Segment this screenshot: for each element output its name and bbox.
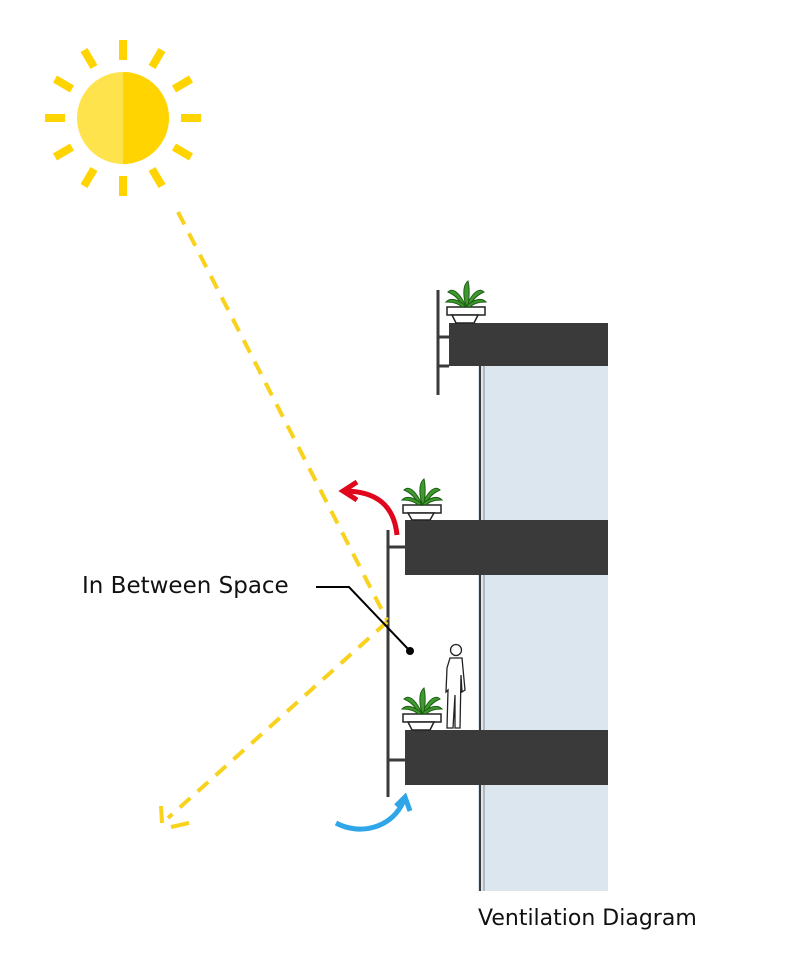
sunlight-path — [166, 211, 389, 820]
sun-icon — [45, 40, 201, 196]
sun-rays — [45, 40, 201, 196]
in-between-space-label: In Between Space — [82, 573, 289, 599]
sunlight-arrowhead — [159, 805, 190, 829]
cool-air-arrowhead — [394, 792, 413, 812]
warm-air-arrowhead — [338, 479, 359, 503]
label-leader-dot — [406, 647, 414, 655]
floor-slab-middle — [405, 520, 608, 575]
person-icon — [445, 643, 466, 729]
cool-air-arrow — [334, 798, 407, 832]
planter-bottom — [400, 687, 444, 731]
planter-middle — [400, 478, 444, 521]
diagram-caption: Ventilation Diagram — [478, 906, 697, 931]
label-leader-line — [316, 586, 410, 651]
floor-slab-bottom — [405, 730, 608, 785]
glass-facade — [478, 365, 608, 891]
planter-top — [444, 280, 488, 324]
facade-screen — [386, 290, 449, 797]
floor-slab-top — [449, 323, 608, 366]
warm-air-arrow — [347, 491, 400, 536]
sun-disc-right — [123, 72, 169, 164]
